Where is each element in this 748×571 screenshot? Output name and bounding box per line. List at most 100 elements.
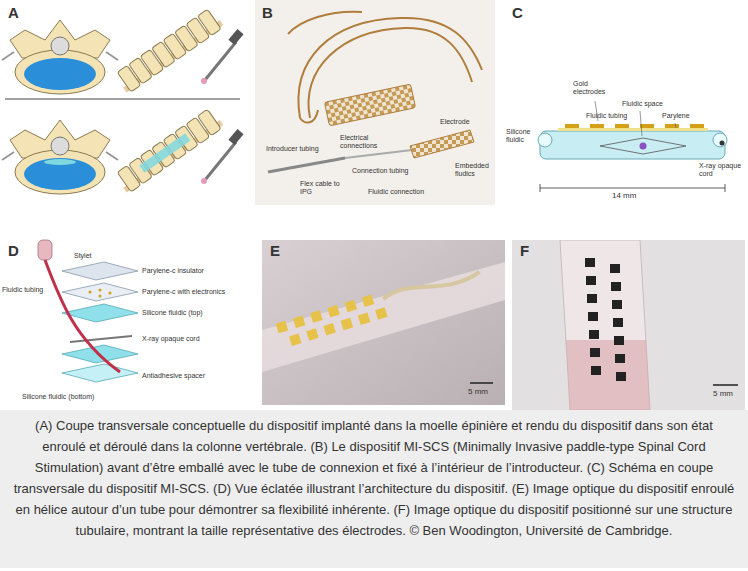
part-label: Silicone fluidic (bottom) [22, 393, 94, 401]
figure-caption: (A) Coupe transversale conceptuelle du d… [12, 415, 736, 541]
photo-helix [262, 240, 505, 405]
photo-tube [612, 300, 622, 309]
photo-tube [589, 330, 599, 339]
photo-helix [276, 321, 288, 333]
cross-section [600, 138, 686, 154]
photo-helix [327, 305, 339, 317]
part-label: Fluidic space [622, 100, 663, 108]
photo-helix [382, 266, 480, 304]
scale-label: 5 mm [468, 387, 488, 396]
photo-tube [512, 240, 745, 410]
dimension-label: 14 mm [612, 191, 636, 200]
cross-section [720, 141, 725, 146]
photo-helix [358, 312, 370, 324]
photo-helix [470, 382, 493, 384]
part-label: Fluidic connection [368, 188, 424, 196]
dimension-line [540, 184, 541, 192]
part-label: Silicone fluidic (top) [142, 309, 203, 317]
cross-section [615, 124, 629, 128]
vertebra-illustration [205, 42, 236, 80]
part-label: X-ray opaque cord [699, 162, 745, 178]
exploded-layers [99, 289, 102, 292]
photo-tube [616, 372, 626, 381]
connection-tube [345, 150, 412, 158]
paddle-photo [324, 84, 415, 126]
panel-letter: E [270, 242, 280, 259]
panel-letter: B [262, 4, 273, 21]
cross-section [590, 124, 604, 128]
device-section [44, 159, 76, 165]
paddle-photo [324, 84, 415, 126]
photo-tube [587, 294, 597, 303]
photo-tube [615, 354, 625, 363]
exploded-layers [62, 283, 138, 301]
vertebra-illustration [2, 7, 244, 94]
photo-tube [585, 258, 595, 267]
electrode-paddle [410, 130, 474, 158]
photo-helix [289, 334, 301, 346]
exploded-layers [62, 262, 138, 280]
photo-tube [590, 348, 600, 357]
part-label: Parylene-c insulator [142, 267, 204, 275]
vertebra-illustration [114, 7, 224, 94]
photo-tube [610, 264, 620, 273]
photo-helix [262, 262, 505, 372]
cross-section [540, 131, 725, 159]
scale-label: 5 mm [713, 389, 733, 398]
cross-section [690, 124, 704, 128]
exploded-layers [62, 304, 138, 322]
photo-ground [255, 0, 495, 205]
leader-line [675, 123, 676, 128]
photo-helix [306, 328, 318, 340]
panel-letter: F [520, 242, 529, 259]
exploded-layers [62, 364, 138, 382]
exploded-layers [99, 295, 102, 298]
cable-photo [288, 12, 362, 34]
photo-tube [613, 318, 623, 327]
leader-line [640, 111, 642, 136]
part-label: Silicone fluidic [506, 128, 536, 144]
photo-tube [611, 282, 621, 291]
dimension-line [540, 184, 725, 192]
part-label: Electrical connections [340, 134, 385, 150]
part-label: Fluidic tubing [2, 286, 43, 294]
photo-helix [293, 316, 305, 328]
cross-section [538, 133, 552, 147]
part-label: Flex cable to IPG [300, 180, 340, 196]
cross-section [538, 124, 727, 159]
vertebra-illustration [201, 78, 207, 84]
vertebra-illustration [10, 20, 110, 58]
photo-tube [591, 366, 601, 375]
part-label: Fluidic tubing [586, 112, 627, 120]
vertebra-illustration [198, 9, 222, 36]
photo-helix [310, 310, 322, 322]
part-label: Introducer tubing [266, 145, 319, 153]
cross-section [640, 143, 647, 150]
panel-letter: C [512, 4, 523, 21]
cross-section [665, 124, 679, 128]
device-unrolled [139, 133, 190, 172]
photo-tube [585, 258, 626, 381]
photo-helix [341, 318, 353, 330]
part-label: Parylene-c with electronics [142, 288, 225, 296]
dimension-line [540, 188, 725, 189]
exploded-layers [89, 291, 92, 294]
part-label: Antiadhesive spacer [142, 372, 205, 380]
vertebra-illustration [106, 52, 118, 60]
cross-section [640, 124, 654, 128]
cross-section [565, 124, 579, 128]
exploded-layers [45, 260, 120, 372]
photo-tube [588, 312, 598, 321]
photo-helix [276, 262, 484, 348]
cable-photo [300, 110, 318, 123]
photo-helix [323, 323, 335, 335]
photo-tube [713, 384, 738, 386]
part-label: Connection tubing [352, 167, 408, 175]
exploded-layers [70, 336, 132, 342]
panel-letter: A [8, 4, 19, 21]
exploded-layers [38, 240, 52, 260]
part-label: Gold electrodes [573, 80, 613, 96]
divider-line [5, 99, 240, 100]
part-label: Electrode [440, 118, 470, 126]
part-label: Stylet [74, 252, 92, 260]
